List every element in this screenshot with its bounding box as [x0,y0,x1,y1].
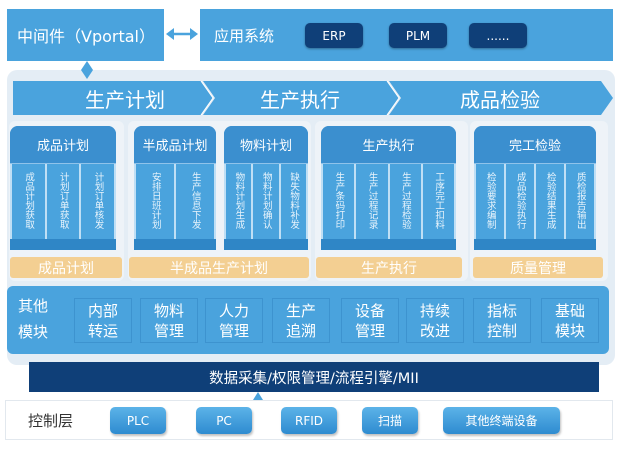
module-item[interactable]: 质检报告输出 [566,164,594,239]
device-scan-button[interactable]: 扫描 [362,407,418,434]
app-system-label: 应用系统 [214,26,275,45]
platform-bar: 数据采集/权限管理/流程引擎/MII [29,362,599,392]
module-card-completion-inspection[interactable]: 完工检验 检验要求编制 成品检验执行 检验结果生成 质检报告输出 [474,126,596,250]
group-label-quality: 质量管理 [473,257,603,278]
module-production-tracing[interactable]: 生产追溯 [272,298,330,343]
platform-label: 数据采集/权限管理/流程引擎/MII [209,370,419,387]
connector-diamond-icon [81,61,93,79]
module-continuous-improvement[interactable]: 持续改进 [406,298,464,343]
device-plc-button[interactable]: PLC [110,407,166,434]
device-pc-button[interactable]: PC [196,407,252,434]
module-card-finished-plan[interactable]: 成品计划 成品计划获取 计划订单获取 计划订单核发 [10,126,116,250]
module-material-management[interactable]: 物料管理 [140,298,198,343]
process-step-inspection: 成品检验 [460,87,540,112]
module-title: 半成品计划 [134,126,216,164]
erp-button[interactable]: ERP [305,23,363,48]
device-rfid-button[interactable]: RFID [281,407,337,434]
control-layer-title: 控制层 [28,412,74,430]
module-item[interactable]: 工序完工扣料 [422,164,454,239]
module-title: 物料计划 [224,126,308,164]
process-step-1-shape [13,81,213,115]
module-item[interactable]: 物料计划生成 [226,164,252,239]
process-step-planning: 生产计划 [85,87,165,112]
module-equipment-management[interactable]: 设备管理 [341,298,399,343]
up-arrow-icon [253,392,263,400]
module-item[interactable]: 生产条码打印 [323,164,355,239]
module-item[interactable]: 计划订单核发 [81,164,115,239]
module-item[interactable]: 检验要求编制 [476,164,504,239]
more-apps-button[interactable]: ...... [469,23,527,48]
process-step-2-shape [203,81,399,115]
module-title: 生产执行 [321,126,456,164]
module-item[interactable]: 检验结果生成 [536,164,564,239]
module-card-material-plan[interactable]: 物料计划 物料计划生成 物料计划确认 缺失物料补发 [224,126,308,250]
module-internal-transfer[interactable]: 内部转运 [74,298,132,343]
middleware-box: 中间件（Vportal） [7,9,164,61]
module-item[interactable]: 成品计划获取 [12,164,45,239]
module-item[interactable]: 计划订单获取 [46,164,80,239]
process-step-3-shape [389,81,613,115]
module-item[interactable]: 生产过程检验 [389,164,421,239]
module-title: 成品计划 [10,126,116,164]
group-label-execution: 生产执行 [316,257,462,278]
double-arrow-icon [166,28,198,40]
module-item[interactable]: 成品检验执行 [506,164,534,239]
module-item[interactable]: 安排日班计划 [136,164,174,239]
other-modules-title: 其他模块 [18,297,49,341]
module-indicator-control[interactable]: 指标控制 [473,298,531,343]
module-item[interactable]: 生产过程记录 [356,164,388,239]
group-label-finished-plan: 成品计划 [10,257,122,278]
group-label-semi-production-plan: 半成品生产计划 [129,257,309,278]
module-base[interactable]: 基础模块 [541,298,599,343]
module-title: 完工检验 [474,126,596,164]
module-item[interactable]: 缺失物料补发 [280,164,306,239]
middleware-label: 中间件（Vportal） [17,27,155,46]
process-flow-bar [13,81,613,115]
process-step-execution: 生产执行 [260,87,340,112]
module-hr-management[interactable]: 人力管理 [205,298,263,343]
module-card-execution[interactable]: 生产执行 生产条码打印 生产过程记录 生产过程检验 工序完工扣料 [321,126,456,250]
device-other-terminal-button[interactable]: 其他终端设备 [443,407,560,434]
plm-button[interactable]: PLM [389,23,447,48]
module-item[interactable]: 生产信息下发 [176,164,214,239]
module-card-semi-plan[interactable]: 半成品计划 安排日班计划 生产信息下发 [134,126,216,250]
module-item[interactable]: 物料计划确认 [253,164,279,239]
